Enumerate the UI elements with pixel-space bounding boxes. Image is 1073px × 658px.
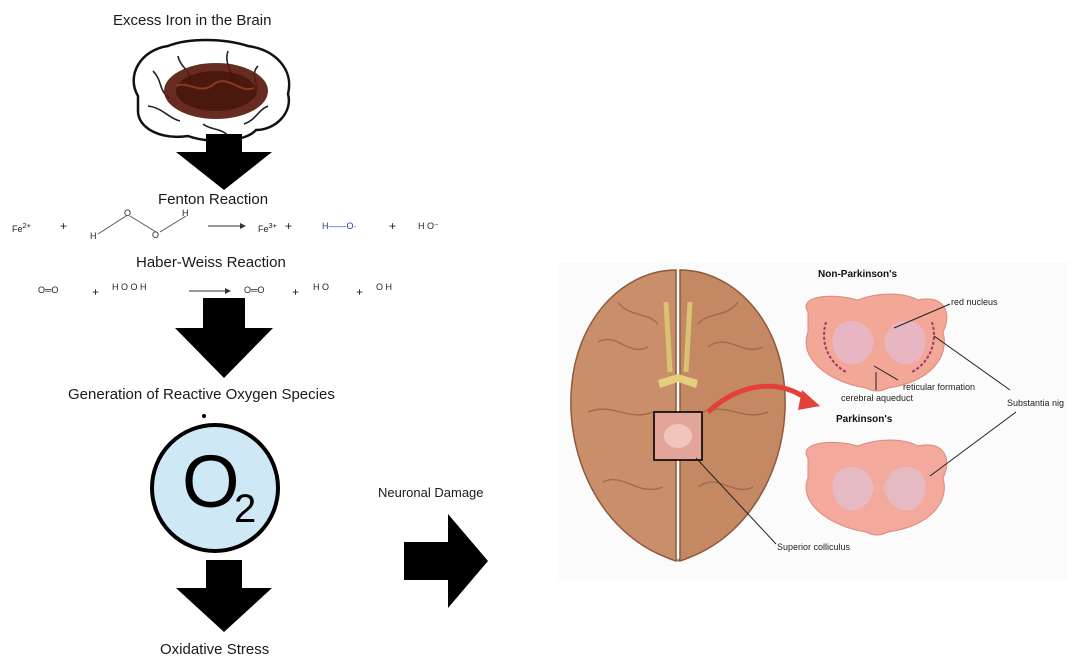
neuronal-damage-label: Neuronal Damage: [378, 485, 484, 500]
parkinsons-title: Parkinson's: [836, 414, 892, 425]
title-excess-iron: Excess Iron in the Brain: [113, 12, 271, 29]
o2-subscript: 2: [234, 489, 256, 529]
superoxide: O═O: [38, 285, 58, 295]
non-parkinsons-title: Non-Parkinson's: [818, 269, 897, 280]
haber-plus-1: +: [92, 285, 99, 299]
haber-plus-3: +: [356, 285, 363, 299]
o2-symbol: O: [182, 445, 240, 519]
down-arrow-1: [176, 134, 272, 190]
fenton-plus-1: +: [60, 219, 67, 233]
o2-molecule-circle: O 2: [150, 423, 280, 553]
haber-arrow: [189, 287, 231, 295]
down-arrow-2: [175, 298, 273, 378]
hydroxyl-radical: H——O·: [322, 221, 357, 231]
fenton-arrow: [208, 222, 246, 230]
brain-iron-illustration: [118, 36, 298, 146]
haber-oxygen: O═O: [244, 285, 264, 295]
peroxide-h-right: H: [182, 208, 189, 218]
reticular-formation-label: reticular formation: [903, 382, 975, 392]
substantia-nigra-label: Substantia nig: [1007, 398, 1064, 408]
radical-dot: [202, 414, 206, 418]
haber-weiss-title: Haber-Weiss Reaction: [136, 254, 286, 271]
brain-inferior-view: [558, 262, 1068, 580]
fenton-plus-3: +: [389, 219, 396, 233]
fenton-fe2: Fe2+: [12, 221, 31, 234]
cerebral-aqueduct-label: cerebral aqueduct: [841, 393, 913, 403]
fenton-fe3: Fe3+: [258, 221, 277, 234]
superior-colliculus-label: Superior colliculus: [777, 542, 850, 552]
peroxide-h-left: H: [90, 231, 97, 241]
oxidative-stress-label: Oxidative Stress: [160, 641, 269, 658]
right-arrow: [404, 514, 488, 608]
haber-hydroxide: H O: [313, 282, 329, 292]
down-arrow-3: [176, 560, 272, 632]
fenton-plus-2: +: [285, 219, 292, 233]
haber-peroxide: H O O H: [112, 282, 147, 292]
haber-plus-2: +: [292, 285, 299, 299]
ros-title: Generation of Reactive Oxygen Species: [68, 386, 335, 403]
red-nucleus-label: red nucleus: [951, 297, 998, 307]
hydroxide-ion: H O⁻: [418, 221, 439, 232]
peroxide-o-a: O: [124, 208, 131, 218]
peroxide-o-b: O: [152, 230, 159, 240]
haber-hydroxyl: O H: [376, 282, 392, 292]
